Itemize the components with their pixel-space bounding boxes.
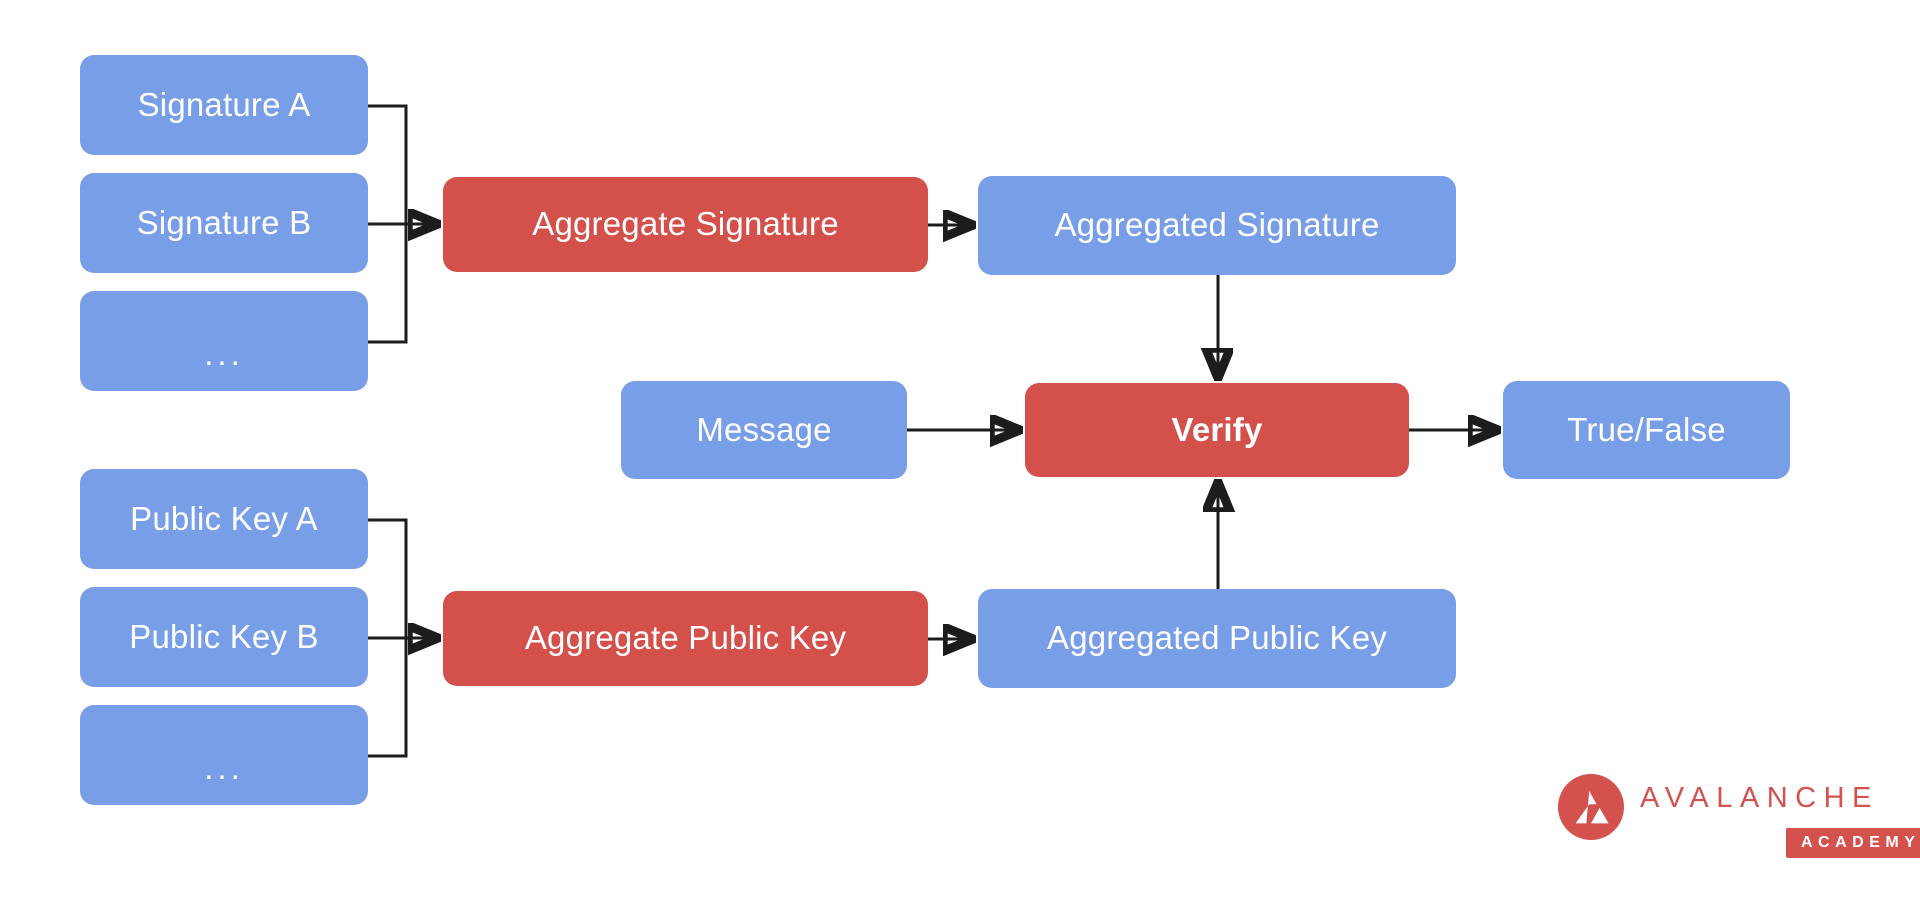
edge-public-keys-to-aggregate xyxy=(368,518,437,758)
edge-signatures-to-aggregate xyxy=(368,104,437,344)
node-true-false[interactable]: True/False xyxy=(1503,381,1790,479)
node-signature-b[interactable]: Signature B xyxy=(80,173,368,273)
node-aggregate-public-key[interactable]: Aggregate Public Key xyxy=(443,591,928,686)
avalanche-academy-logo: AVALANCHE ACADEMY xyxy=(1558,770,1920,866)
avalanche-triangle-icon xyxy=(1558,774,1624,840)
node-aggregated-public-key[interactable]: Aggregated Public Key xyxy=(978,589,1456,688)
node-aggregated-signature[interactable]: Aggregated Signature xyxy=(978,176,1456,275)
logo-sub-brand-badge: ACADEMY xyxy=(1786,828,1920,858)
node-signature-a[interactable]: Signature A xyxy=(80,55,368,155)
logo-brand-text: AVALANCHE xyxy=(1640,782,1879,814)
node-public-key-b[interactable]: Public Key B xyxy=(80,587,368,687)
node-verify[interactable]: Verify xyxy=(1025,383,1409,477)
node-message[interactable]: Message xyxy=(621,381,907,479)
node-public-key-more[interactable]: ... xyxy=(80,705,368,805)
node-public-key-a[interactable]: Public Key A xyxy=(80,469,368,569)
node-aggregate-signature[interactable]: Aggregate Signature xyxy=(443,177,928,272)
node-signature-more[interactable]: ... xyxy=(80,291,368,391)
